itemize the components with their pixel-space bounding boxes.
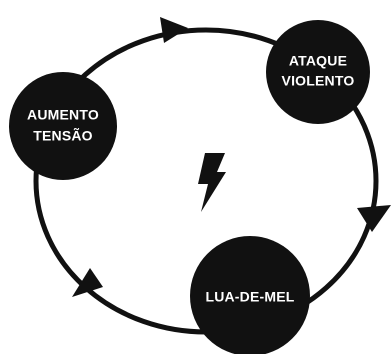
node-circle	[9, 72, 117, 180]
node-ataque-violento: ATAQUE VIOLENTO	[266, 20, 370, 124]
lightning-bolt-icon	[198, 153, 226, 212]
arrowhead-icon-right	[357, 205, 391, 232]
node-aumento-line2: TENSÃO	[33, 127, 93, 144]
node-lua-de-mel: LUA-DE-MEL	[190, 236, 310, 354]
node-aumento-tensao: AUMENTO TENSÃO	[9, 72, 117, 180]
node-ataque-line1: ATAQUE	[289, 53, 347, 69]
node-aumento-line1: AUMENTO	[27, 107, 99, 123]
node-lua-line1: LUA-DE-MEL	[205, 289, 294, 305]
arrowhead-icon-top	[160, 17, 188, 43]
node-ataque-line2: VIOLENTO	[282, 73, 355, 89]
arrowhead-icon-bottom-left	[72, 268, 103, 297]
node-circle	[266, 20, 370, 124]
node-circle	[190, 236, 310, 354]
